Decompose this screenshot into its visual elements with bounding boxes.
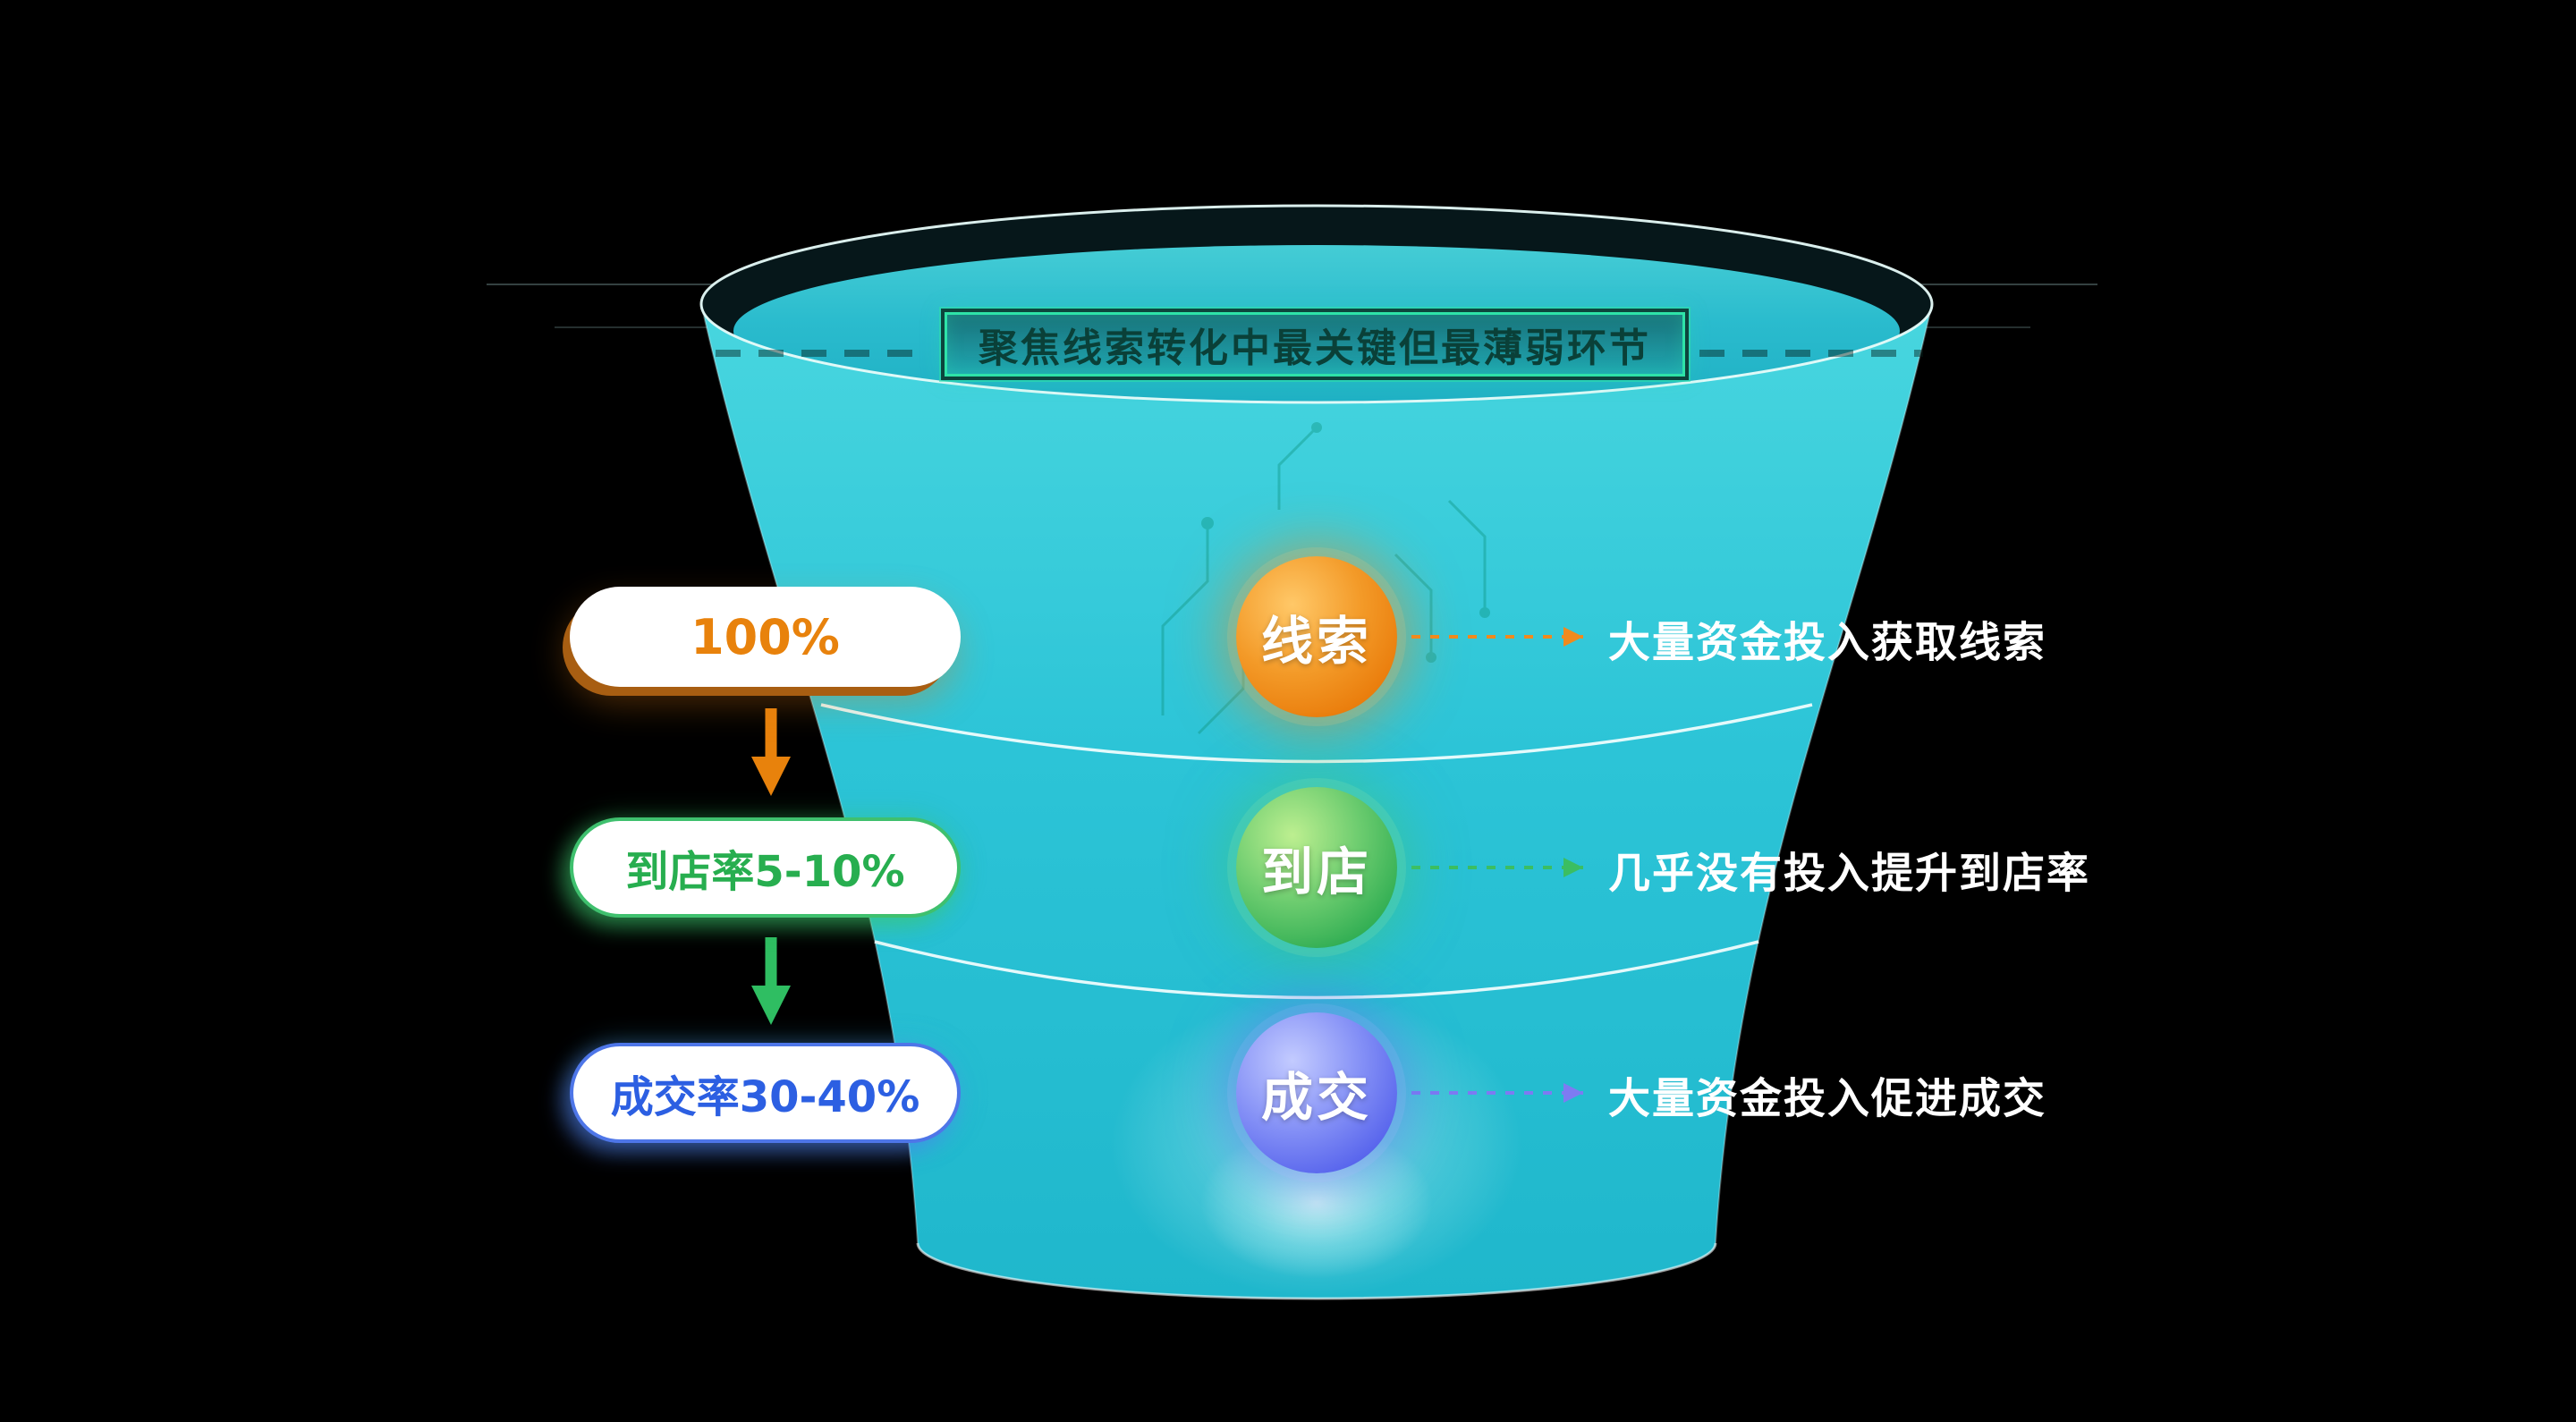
pill-lead-rate-label: 100%	[691, 608, 840, 665]
pill-deal-rate: 成交率30-40%	[570, 1043, 961, 1143]
down-arrow-orange	[751, 708, 791, 796]
annotation-visit: 几乎没有投入提升到店率	[1608, 849, 2090, 899]
funnel-rim-outline	[699, 204, 1934, 404]
pill-deal-rate-label: 成交率30-40%	[610, 1072, 920, 1122]
title-text: 聚焦线索转化中最关键但最薄弱环节	[979, 326, 1651, 371]
pill-lead-rate: 100%	[570, 587, 961, 687]
stage-circle-deal: 成交	[1236, 1012, 1397, 1173]
stage-circle-visit: 到店	[1236, 787, 1397, 948]
stage-circle-deal-label: 成交	[1260, 1067, 1372, 1128]
stage-circle-leads-label: 线索	[1260, 611, 1372, 672]
separator-arc-1	[820, 703, 1813, 764]
annotation-leads: 大量资金投入获取线索	[1608, 618, 2046, 668]
bottom-glow-inner	[1200, 1127, 1433, 1279]
annotation-deal: 大量资金投入促进成交	[1608, 1074, 2046, 1124]
title-banner: 聚焦线索转化中最关键但最薄弱环节	[945, 312, 1685, 377]
funnel-bottom-edge	[916, 1242, 1717, 1300]
pill-visit-rate-label: 到店率5-10%	[625, 847, 905, 897]
pill-visit-rate: 到店率5-10%	[570, 817, 961, 918]
down-arrow-green	[751, 937, 791, 1025]
stage-circle-visit-label: 到店	[1260, 842, 1372, 902]
stage-circle-leads: 线索	[1236, 556, 1397, 717]
